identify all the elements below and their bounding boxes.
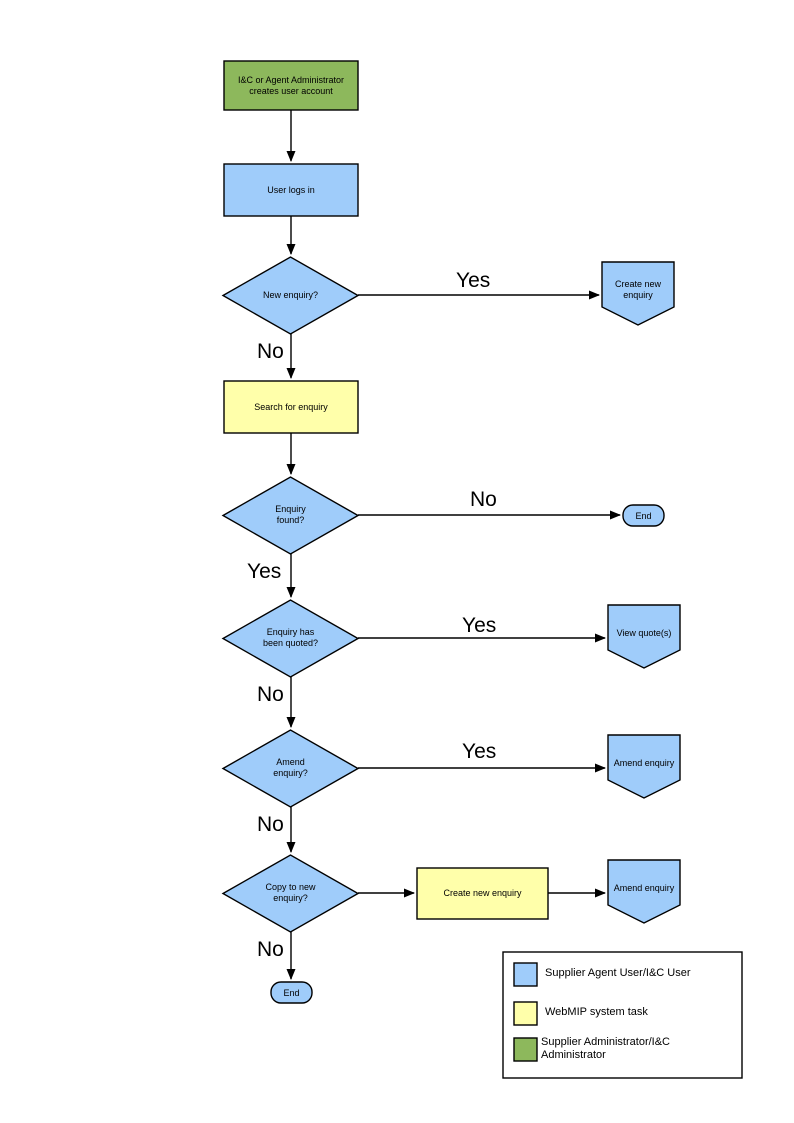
node-create-new-enquiry-1[interactable]: [601, 261, 675, 326]
legend-label-system: WebMIP system task: [545, 1006, 648, 1018]
node-decision-copy-to-new-enquiry[interactable]: [221, 854, 360, 933]
node-decision-enquiry-found[interactable]: [221, 476, 360, 555]
edge-label-no-copy-new-enquiry: No: [257, 938, 284, 961]
legend-label-user: Supplier Agent User/I&C User: [545, 967, 691, 979]
legend-box: [502, 951, 743, 1079]
node-view-quotes[interactable]: [607, 604, 681, 669]
edge-label-yes-amend-enquiry: Yes: [462, 740, 497, 763]
node-decision-amend-enquiry[interactable]: [221, 729, 360, 808]
node-user-logs-in[interactable]: [223, 163, 359, 217]
node-decision-enquiry-quoted[interactable]: [221, 599, 360, 678]
node-decision-new-enquiry[interactable]: [221, 256, 360, 335]
node-search-for-enquiry[interactable]: [223, 380, 359, 434]
node-amend-enquiry-2[interactable]: [607, 859, 681, 924]
legend-label-admin: Supplier Administrator/I&C Administrator: [541, 1036, 670, 1061]
edge-label-no-new-enquiry: No: [257, 340, 284, 363]
node-end-terminator-1[interactable]: [622, 504, 665, 527]
node-amend-enquiry-1[interactable]: [607, 734, 681, 799]
edge-label-no-enquiry-found: No: [470, 488, 497, 511]
edge-label-yes-enquiry-quoted: Yes: [462, 614, 497, 637]
legend-swatch-system: [513, 1001, 538, 1026]
legend-swatch-user: [513, 962, 538, 987]
legend-swatch-admin: [513, 1037, 538, 1062]
node-create-new-enquiry-2[interactable]: [416, 867, 549, 920]
connectors: [286, 110, 621, 980]
node-admin-creates-user-account[interactable]: [223, 60, 359, 111]
edge-label-yes-new-enquiry: Yes: [456, 269, 491, 292]
edge-label-no-enquiry-quoted: No: [257, 683, 284, 706]
edge-label-no-amend-enquiry: No: [257, 813, 284, 836]
edge-label-yes-enquiry-found: Yes: [247, 560, 282, 583]
node-end-terminator-2[interactable]: [270, 981, 313, 1004]
